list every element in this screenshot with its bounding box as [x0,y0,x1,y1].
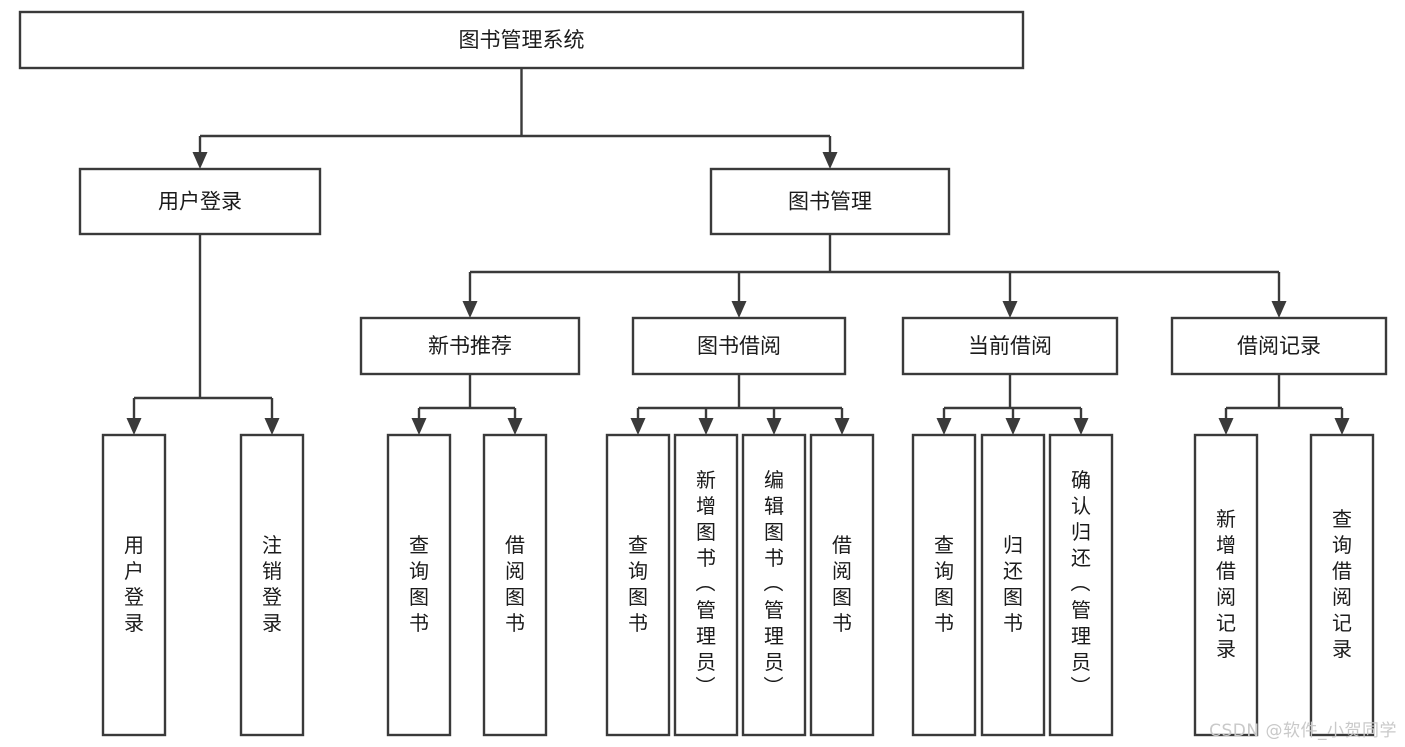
node-box-new-book-rec[interactable] [359,316,581,376]
node-label-user-login: 用户登录 [158,190,242,214]
connector-book-manage [462,234,1287,318]
node-box-leaf-return-book[interactable] [980,433,1046,737]
node-box-leaf-query-record[interactable] [1309,433,1375,737]
node-root[interactable]: 图书管理系统 [18,10,1025,70]
node-label-leaf-borrow-book-1: 借阅图书 [505,533,525,635]
node-book-manage[interactable]: 图书管理 [709,167,951,236]
node-box-leaf-query-book-3[interactable] [911,433,977,737]
node-label-borrow-record: 借阅记录 [1237,334,1321,358]
node-label-book-borrow: 图书借阅 [697,334,781,358]
node-leaf-confirm-return[interactable]: 确认归还（管理员） [1048,433,1114,737]
connector-borrow-record [1218,374,1350,435]
node-label-leaf-query-book-2: 查询图书 [628,533,648,635]
node-label-leaf-query-record: 查询借阅记录 [1332,507,1352,661]
node-box-leaf-add-book[interactable] [673,433,739,737]
node-box-leaf-confirm-return[interactable] [1048,433,1114,737]
node-box-book-manage[interactable] [709,167,951,236]
node-box-book-borrow[interactable] [631,316,847,376]
node-leaf-edit-book[interactable]: 编辑图书（管理员） [741,433,807,737]
node-box-user-login[interactable] [78,167,322,236]
node-box-current-borrow[interactable] [901,316,1119,376]
node-user-login[interactable]: 用户登录 [78,167,322,236]
csdn-watermark: CSDN @软件_小贺同学 [1209,721,1397,741]
node-box-leaf-query-book-1[interactable] [386,433,452,737]
connector-new-book-rec [411,374,523,435]
node-book-borrow[interactable]: 图书借阅 [631,316,847,376]
node-box-root[interactable] [18,10,1025,70]
node-box-borrow-record[interactable] [1170,316,1388,376]
node-box-leaf-borrow-book-1[interactable] [482,433,548,737]
node-label-leaf-confirm-return: 确认归还（管理员） [1070,468,1091,700]
node-label-root: 图书管理系统 [459,28,585,52]
node-label-leaf-user-logout: 注销登录 [262,533,282,635]
node-label-leaf-return-book: 归还图书 [1003,533,1023,635]
node-leaf-user-logout[interactable]: 注销登录 [239,433,305,737]
node-leaf-query-record[interactable]: 查询借阅记录 [1309,433,1375,737]
node-label-leaf-query-book-3: 查询图书 [934,533,954,635]
node-leaf-borrow-book-1[interactable]: 借阅图书 [482,433,548,737]
connector-user-login [126,234,280,435]
node-leaf-return-book[interactable]: 归还图书 [980,433,1046,737]
node-leaf-add-book[interactable]: 新增图书（管理员） [673,433,739,737]
node-label-leaf-edit-book: 编辑图书（管理员） [763,468,784,700]
node-box-leaf-user-login[interactable] [101,433,167,737]
node-label-leaf-user-login: 用户登录 [124,533,144,635]
connector-current-borrow [936,374,1089,435]
node-leaf-user-login[interactable]: 用户登录 [101,433,167,737]
connector-book-borrow [630,374,850,435]
node-box-leaf-borrow-book-2[interactable] [809,433,875,737]
node-box-leaf-query-book-2[interactable] [605,433,671,737]
node-label-book-manage: 图书管理 [788,190,872,214]
node-leaf-query-book-2[interactable]: 查询图书 [605,433,671,737]
node-box-leaf-add-record[interactable] [1193,433,1259,737]
connector-layer [126,68,1350,435]
node-new-book-rec[interactable]: 新书推荐 [359,316,581,376]
node-box-leaf-user-logout[interactable] [239,433,305,737]
connector-root [192,68,838,169]
node-box-leaf-edit-book[interactable] [741,433,807,737]
node-label-leaf-add-record: 新增借阅记录 [1216,507,1236,661]
node-label-leaf-borrow-book-2: 借阅图书 [832,533,852,635]
node-leaf-query-book-1[interactable]: 查询图书 [386,433,452,737]
node-label-current-borrow: 当前借阅 [968,334,1052,358]
node-leaf-add-record[interactable]: 新增借阅记录 [1193,433,1259,737]
node-current-borrow[interactable]: 当前借阅 [901,316,1119,376]
node-leaf-query-book-3[interactable]: 查询图书 [911,433,977,737]
node-label-leaf-query-book-1: 查询图书 [409,533,429,635]
node-layer: 图书管理系统用户登录图书管理新书推荐图书借阅当前借阅借阅记录用户登录注销登录查询… [18,10,1388,737]
node-leaf-borrow-book-2[interactable]: 借阅图书 [809,433,875,737]
node-label-new-book-rec: 新书推荐 [428,334,512,358]
node-borrow-record[interactable]: 借阅记录 [1170,316,1388,376]
node-label-leaf-add-book: 新增图书（管理员） [695,468,716,700]
